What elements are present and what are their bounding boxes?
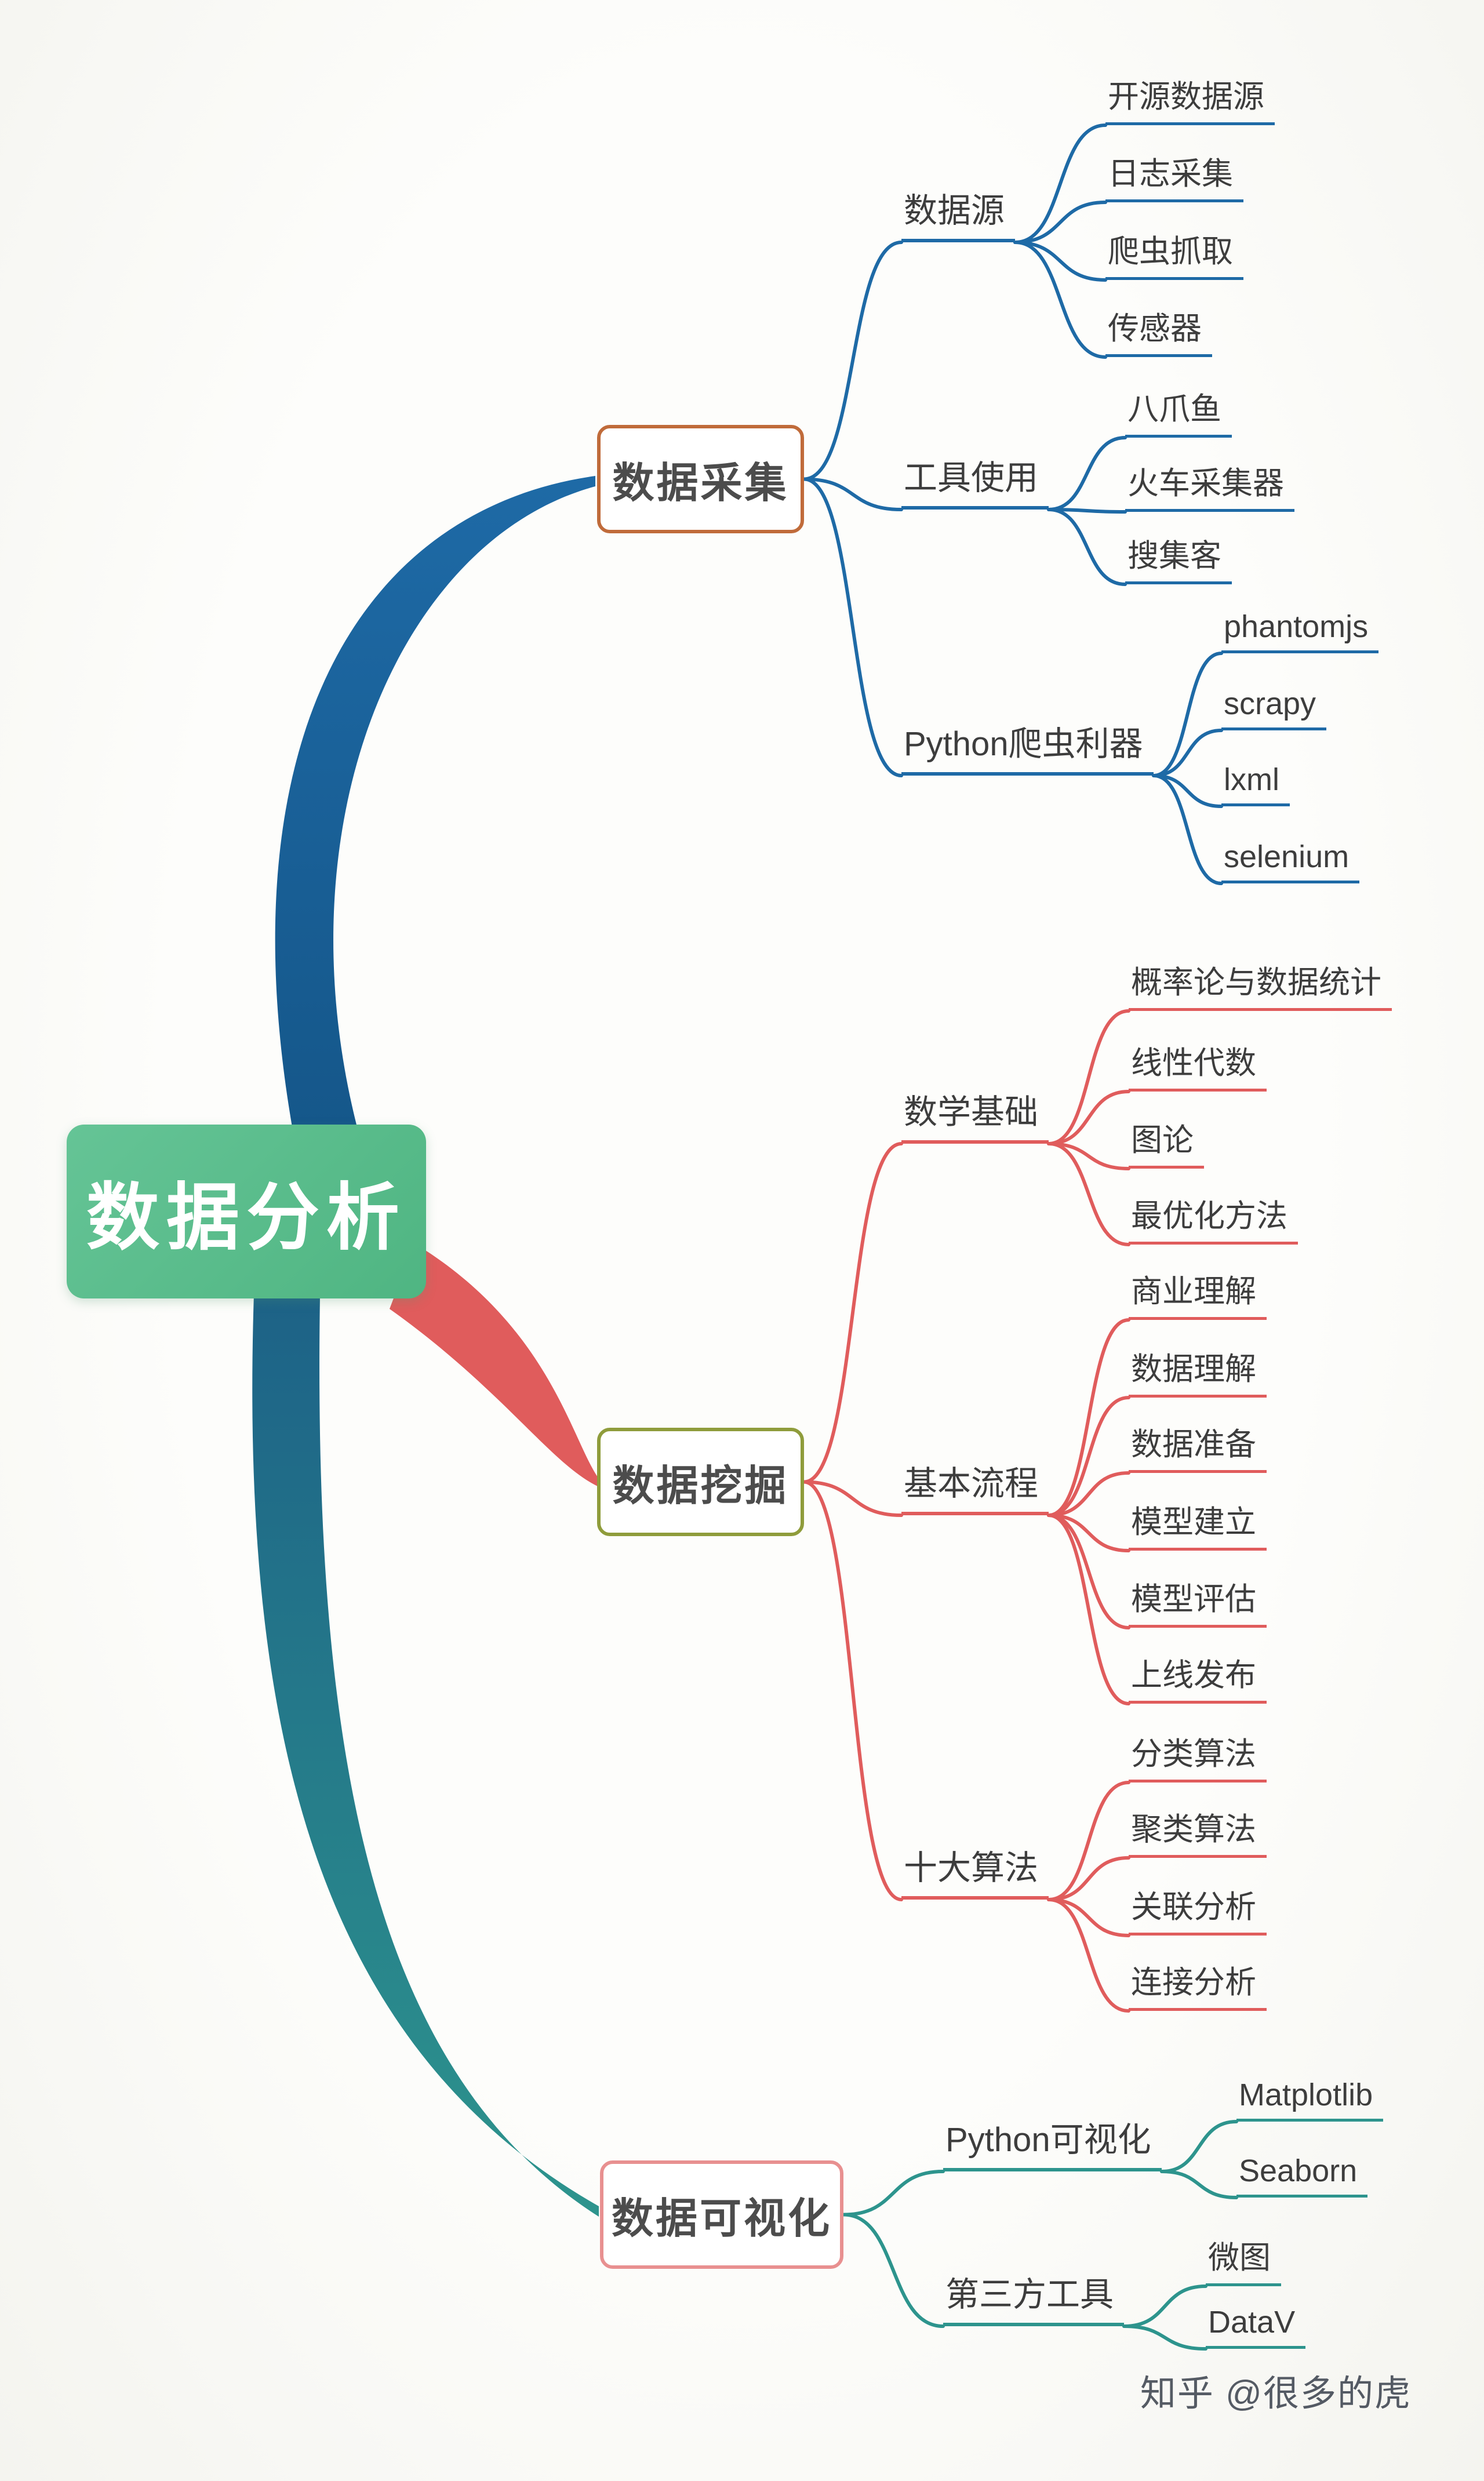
node-probability-statistics[interactable]: 概率论与数据统计 [1129,956,1392,1011]
node-math-foundation[interactable]: 数学基础 [901,1085,1049,1144]
node-third-party-tools[interactable]: 第三方工具 [943,2267,1125,2326]
node-octoparse[interactable]: 八爪鱼 [1125,383,1232,438]
node-link-analysis[interactable]: 连接分析 [1129,1956,1267,2011]
node-souji-ke[interactable]: 搜集客 [1125,530,1232,584]
node-deployment[interactable]: 上线发布 [1129,1649,1267,1704]
link-curve [1047,1009,1130,1145]
link-curve [1047,1090,1130,1145]
node-data-mining[interactable]: 数据挖掘 [597,1428,804,1536]
node-locoy-collector[interactable]: 火车采集器 [1125,457,1294,512]
link-curve [1047,1781,1130,1901]
link-curve [1122,2284,1207,2328]
node-matplotlib[interactable]: Matplotlib [1236,2077,1384,2122]
link-curve [1013,241,1107,282]
link-curve [1152,774,1223,885]
node-data-collection[interactable]: 数据采集 [597,425,804,533]
node-phantomjs[interactable]: phantomjs [1221,609,1379,653]
root-node-data-analysis[interactable]: 数据分析 [67,1125,426,1298]
link-curve [802,241,903,481]
node-weitu[interactable]: 微图 [1206,2232,1281,2286]
node-data-preparation[interactable]: 数据准备 [1129,1418,1267,1473]
node-sensor[interactable]: 传感器 [1105,303,1212,357]
link-curve [1047,1396,1130,1517]
link-curve [1047,508,1127,586]
link-curve [1152,729,1223,777]
link-curve [1047,436,1127,511]
link-curve [1013,123,1107,244]
branch-ribbon-data-mining [390,1243,598,1486]
link-curve [1152,774,1223,808]
node-data-understanding[interactable]: 数据理解 [1129,1343,1267,1398]
node-seaborn[interactable]: Seaborn [1236,2153,1368,2198]
node-data-visualization[interactable]: 数据可视化 [600,2160,843,2269]
node-python-crawler-tools[interactable]: Python爬虫利器 [901,716,1154,776]
link-curve [1047,1898,1130,2013]
node-crawler-capture[interactable]: 爬虫抓取 [1105,225,1243,280]
node-optimization-methods[interactable]: 最优化方法 [1129,1190,1298,1245]
node-graph-theory[interactable]: 图论 [1129,1114,1204,1169]
node-model-evaluation[interactable]: 模型评估 [1129,1573,1267,1628]
link-curve [802,1142,903,1484]
branch-ribbon-data-collection [275,476,595,1132]
link-curve [842,2170,945,2217]
node-log-collection[interactable]: 日志采集 [1105,148,1243,202]
link-curve [1013,241,1107,359]
node-basic-process[interactable]: 基本流程 [901,1456,1049,1515]
node-selenium[interactable]: selenium [1221,839,1360,883]
link-curve [1152,652,1223,777]
link-curve [1013,201,1107,244]
link-curve [1160,2120,1238,2173]
node-clustering-algorithms[interactable]: 聚类算法 [1129,1803,1267,1858]
link-curve [1047,1898,1130,1937]
node-tool-usage[interactable]: 工具使用 [901,450,1049,510]
node-data-sources[interactable]: 数据源 [901,183,1016,242]
node-business-understanding[interactable]: 商业理解 [1129,1265,1267,1320]
link-curve [1160,2170,1238,2199]
link-curve [1047,1318,1130,1517]
node-linear-algebra[interactable]: 线性代数 [1129,1037,1267,1092]
link-curve [802,1480,903,1901]
link-curve [802,477,903,777]
node-python-visualization[interactable]: Python可视化 [943,2112,1162,2171]
link-curve [1047,1856,1130,1901]
link-curve [1122,2324,1207,2351]
link-curve [1047,1514,1130,1552]
node-open-source-data[interactable]: 开源数据源 [1105,71,1275,125]
branch-ribbon-data-visualization [252,1294,599,2217]
link-curve [1047,1471,1130,1517]
link-curve [1047,508,1127,514]
link-curve [1047,1514,1130,1629]
node-datav[interactable]: DataV [1206,2304,1306,2349]
node-model-building[interactable]: 模型建立 [1129,1496,1267,1551]
node-scrapy[interactable]: scrapy [1221,686,1327,730]
node-lxml[interactable]: lxml [1221,762,1290,806]
link-curve [1047,1514,1130,1705]
link-curve [1047,1142,1130,1170]
node-classification-algorithms[interactable]: 分类算法 [1129,1728,1267,1782]
link-curve [1047,1142,1130,1246]
link-curve [802,1480,903,1517]
zhihu-watermark: 知乎 @很多的虎 [1140,2374,1412,2414]
node-top-algorithms[interactable]: 十大算法 [901,1840,1049,1900]
link-curve [802,477,903,511]
node-association-analysis[interactable]: 关联分析 [1129,1881,1267,1936]
link-curve [842,2213,945,2328]
